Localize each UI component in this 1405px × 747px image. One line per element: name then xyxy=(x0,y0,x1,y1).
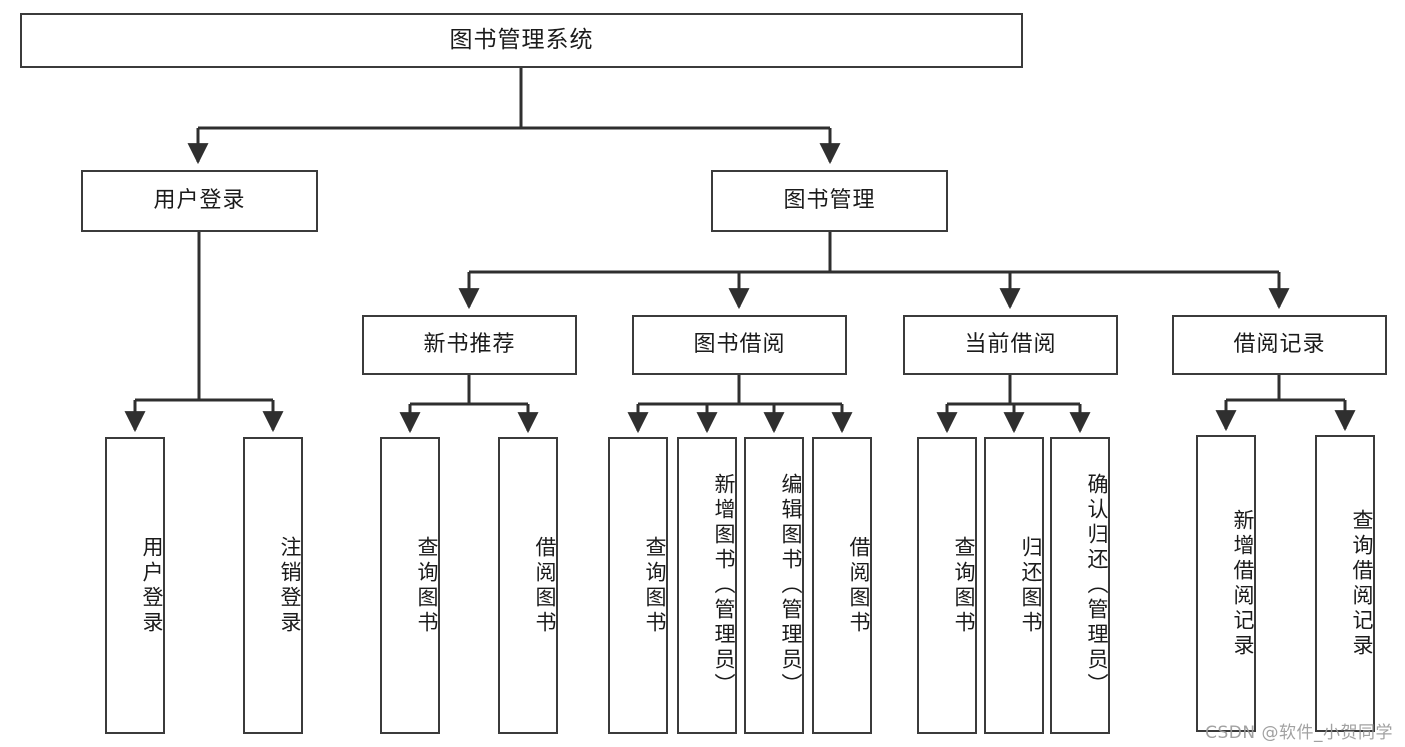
leaf-label: 借阅图书 xyxy=(533,535,557,636)
leaf-borrow-record-query-record[interactable]: 查询借阅记录 xyxy=(1315,435,1375,732)
node-root-system[interactable]: 图书管理系统 xyxy=(20,13,1023,68)
leaf-user-login-logout[interactable]: 注销登录 xyxy=(243,437,303,734)
leaf-user-login-login[interactable]: 用户登录 xyxy=(105,437,165,734)
leaf-label: 查询图书 xyxy=(643,535,667,636)
leaf-book-borrow-borrow-book[interactable]: 借阅图书 xyxy=(812,437,872,734)
node-new-book-recommend[interactable]: 新书推荐 xyxy=(362,315,577,375)
leaf-label: 借阅图书 xyxy=(847,535,871,636)
leaf-label: 新增借阅记录 xyxy=(1231,508,1255,659)
leaf-label: 确认归还（管理员） xyxy=(1085,473,1109,698)
leaf-label: 查询图书 xyxy=(952,535,976,636)
leaf-book-borrow-edit-book-admin[interactable]: 编辑图书（管理员） xyxy=(744,437,804,734)
leaf-book-borrow-query-book[interactable]: 查询图书 xyxy=(608,437,668,734)
leaf-label: 新增图书（管理员） xyxy=(712,473,736,698)
leaf-new-book-query-book[interactable]: 查询图书 xyxy=(380,437,440,734)
leaf-label: 用户登录 xyxy=(140,535,164,636)
leaf-label: 注销登录 xyxy=(278,535,302,636)
leaf-book-borrow-add-book-admin[interactable]: 新增图书（管理员） xyxy=(677,437,737,734)
leaf-borrow-record-add-record[interactable]: 新增借阅记录 xyxy=(1196,435,1256,732)
csdn-watermark: CSDN @软件_小贺同学 xyxy=(1205,723,1393,743)
node-current-borrow[interactable]: 当前借阅 xyxy=(903,315,1118,375)
leaf-label: 编辑图书（管理员） xyxy=(779,473,803,698)
leaf-current-borrow-confirm-return-admin[interactable]: 确认归还（管理员） xyxy=(1050,437,1110,734)
node-book-management[interactable]: 图书管理 xyxy=(711,170,948,232)
node-borrow-record[interactable]: 借阅记录 xyxy=(1172,315,1387,375)
leaf-new-book-borrow-book[interactable]: 借阅图书 xyxy=(498,437,558,734)
node-user-login[interactable]: 用户登录 xyxy=(81,170,318,232)
node-book-borrow[interactable]: 图书借阅 xyxy=(632,315,847,375)
leaf-label: 查询借阅记录 xyxy=(1350,508,1374,659)
leaf-label: 归还图书 xyxy=(1019,535,1043,636)
leaf-current-borrow-query-book[interactable]: 查询图书 xyxy=(917,437,977,734)
leaf-current-borrow-return-book[interactable]: 归还图书 xyxy=(984,437,1044,734)
leaf-label: 查询图书 xyxy=(415,535,439,636)
